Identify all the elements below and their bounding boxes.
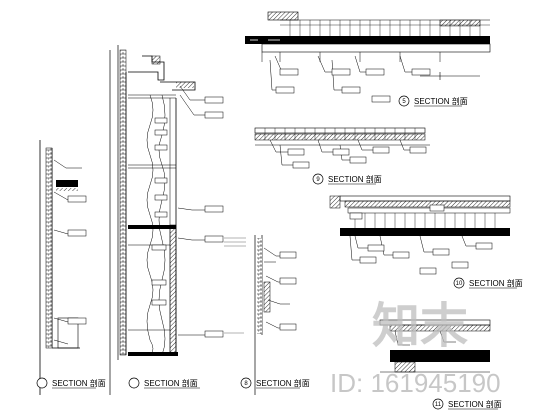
- section-number-circle: [312, 173, 324, 185]
- section-number: 8: [244, 381, 248, 387]
- section-title-text: SECTION 剖面: [469, 278, 523, 288]
- detail-tall-section: [109, 45, 246, 395]
- section-title-center: 8 SECTION 剖面: [240, 377, 310, 389]
- section-title-9: 9 SECTION 剖面: [312, 173, 382, 185]
- watermark-logo: 知末: [372, 300, 468, 353]
- section-title-text: SECTION 剖面: [256, 378, 310, 388]
- section-number: 5: [402, 99, 406, 105]
- section-number-circle: [240, 377, 252, 389]
- section-title-text: SECTION 剖面: [414, 96, 468, 106]
- detail-section-11: [379, 319, 491, 373]
- section-number-circle: [36, 377, 48, 389]
- section-number-circle: [453, 277, 465, 289]
- section-title-text: SECTION 剖面: [52, 378, 106, 388]
- section-title-left: SECTION 剖面: [36, 377, 106, 389]
- detail-section-9: [254, 127, 430, 169]
- section-number-circle: [432, 398, 444, 410]
- section-title-5: 5 SECTION 剖面: [398, 95, 468, 107]
- section-number: 10: [456, 281, 463, 287]
- detail-center-wall: [254, 235, 297, 395]
- section-number-circle: [398, 95, 410, 107]
- detail-top-ceiling: [245, 11, 491, 103]
- section-title-mid: SECTION 剖面: [128, 377, 200, 389]
- watermark-id: ID: 161945190: [330, 368, 501, 398]
- section-title-text: SECTION 剖面: [448, 399, 502, 409]
- detail-left-wall: [39, 140, 87, 395]
- section-title-10: 10 SECTION 剖面: [453, 277, 523, 289]
- watermark: 知末 ID: 161945190: [330, 300, 501, 398]
- section-number: 9: [316, 177, 320, 183]
- section-title-11: 11 SECTION 剖面: [432, 398, 502, 410]
- section-number: 11: [435, 402, 442, 408]
- section-title-text: SECTION 剖面: [328, 174, 382, 184]
- section-title-text: SECTION 剖面: [144, 378, 198, 388]
- section-number-circle: [128, 377, 140, 389]
- detail-section-10: [329, 195, 511, 275]
